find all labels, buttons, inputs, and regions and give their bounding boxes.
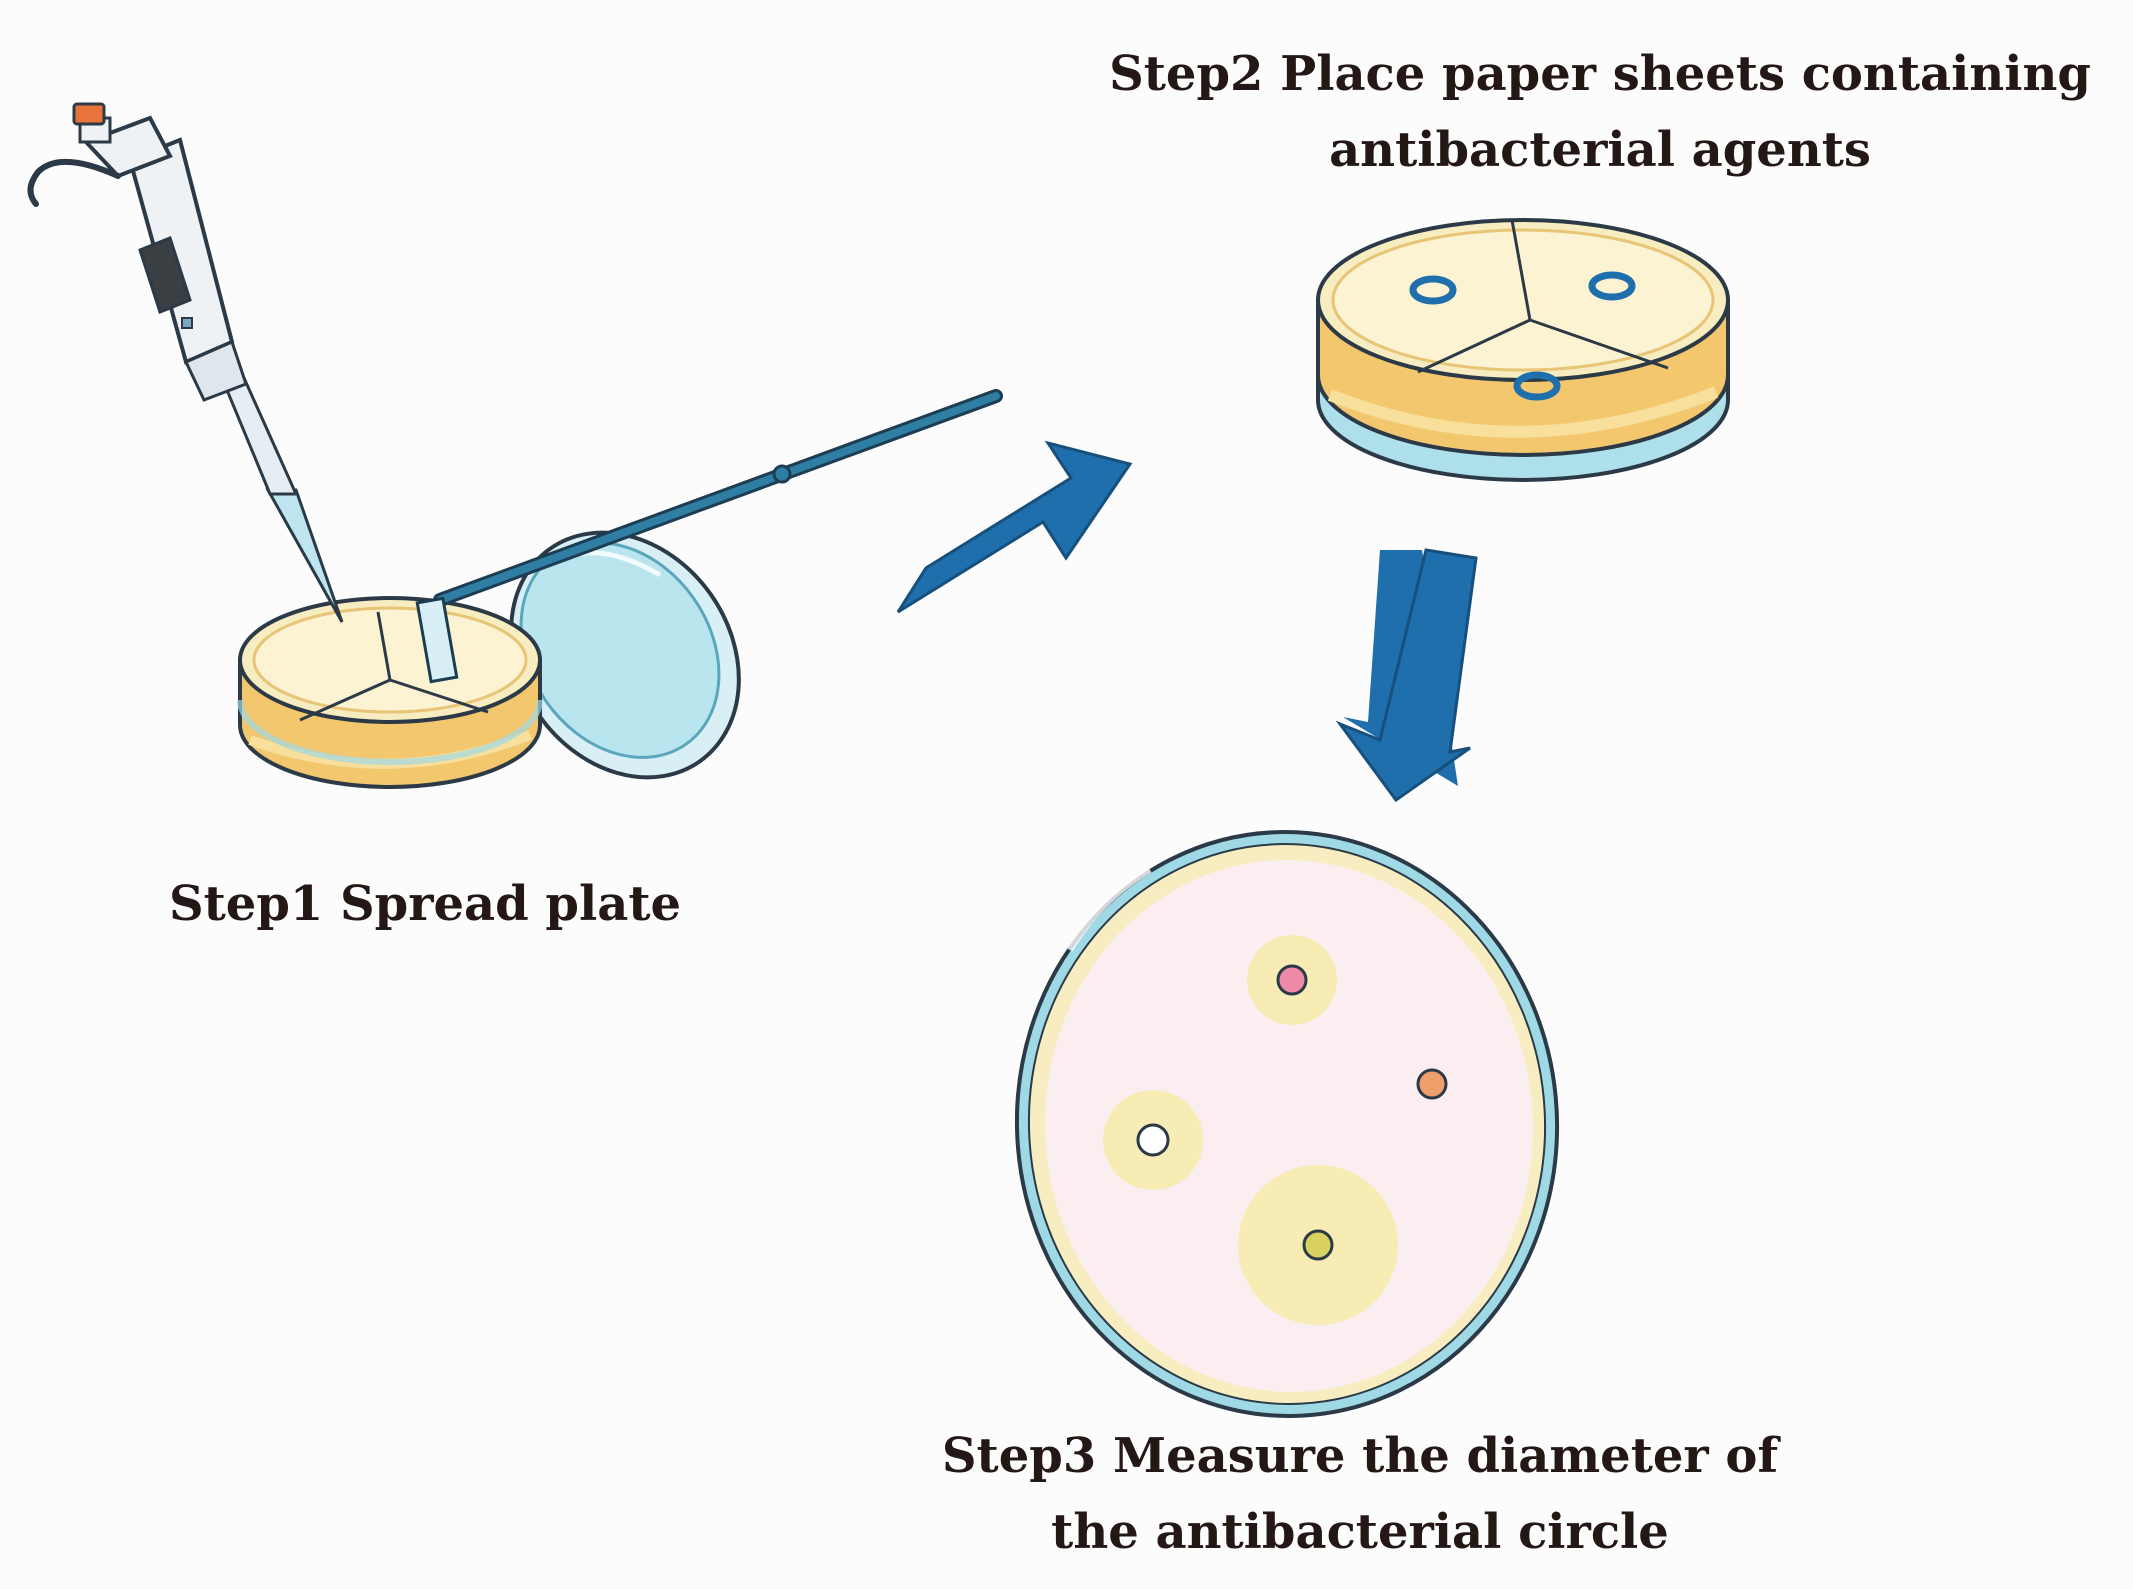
petri-dish-icon	[237, 596, 543, 789]
petri-lid-icon	[509, 530, 741, 780]
pipette-icon	[27, 102, 344, 623]
step3-title-line1: Step3 Measure the diameter of	[941, 1428, 1779, 1484]
step2-petri-dish-icon	[1316, 218, 1730, 482]
step2-title-line1: Step2 Place paper sheets containing	[1109, 46, 2091, 102]
step3-title-line2: the antibacterial circle	[1051, 1504, 1669, 1560]
step1-title: Step1 Spread plate	[168, 876, 682, 932]
step3-label: Step3 Measure the diameter of the antiba…	[860, 1418, 1860, 1570]
arrow-right-icon	[896, 440, 1133, 614]
step2-title-line2: antibacterial agents	[1329, 122, 1871, 178]
arrow-down-shape	[1335, 548, 1478, 803]
step2-label: Step2 Place paper sheets containing anti…	[1080, 36, 2120, 188]
step1-label: Step1 Spread plate	[100, 866, 750, 942]
step3-plate-icon	[1014, 830, 1560, 1418]
paper-disc-colored	[1136, 964, 1448, 1261]
spreader-icon	[415, 389, 1003, 684]
paper-disc-icon	[1409, 271, 1636, 401]
